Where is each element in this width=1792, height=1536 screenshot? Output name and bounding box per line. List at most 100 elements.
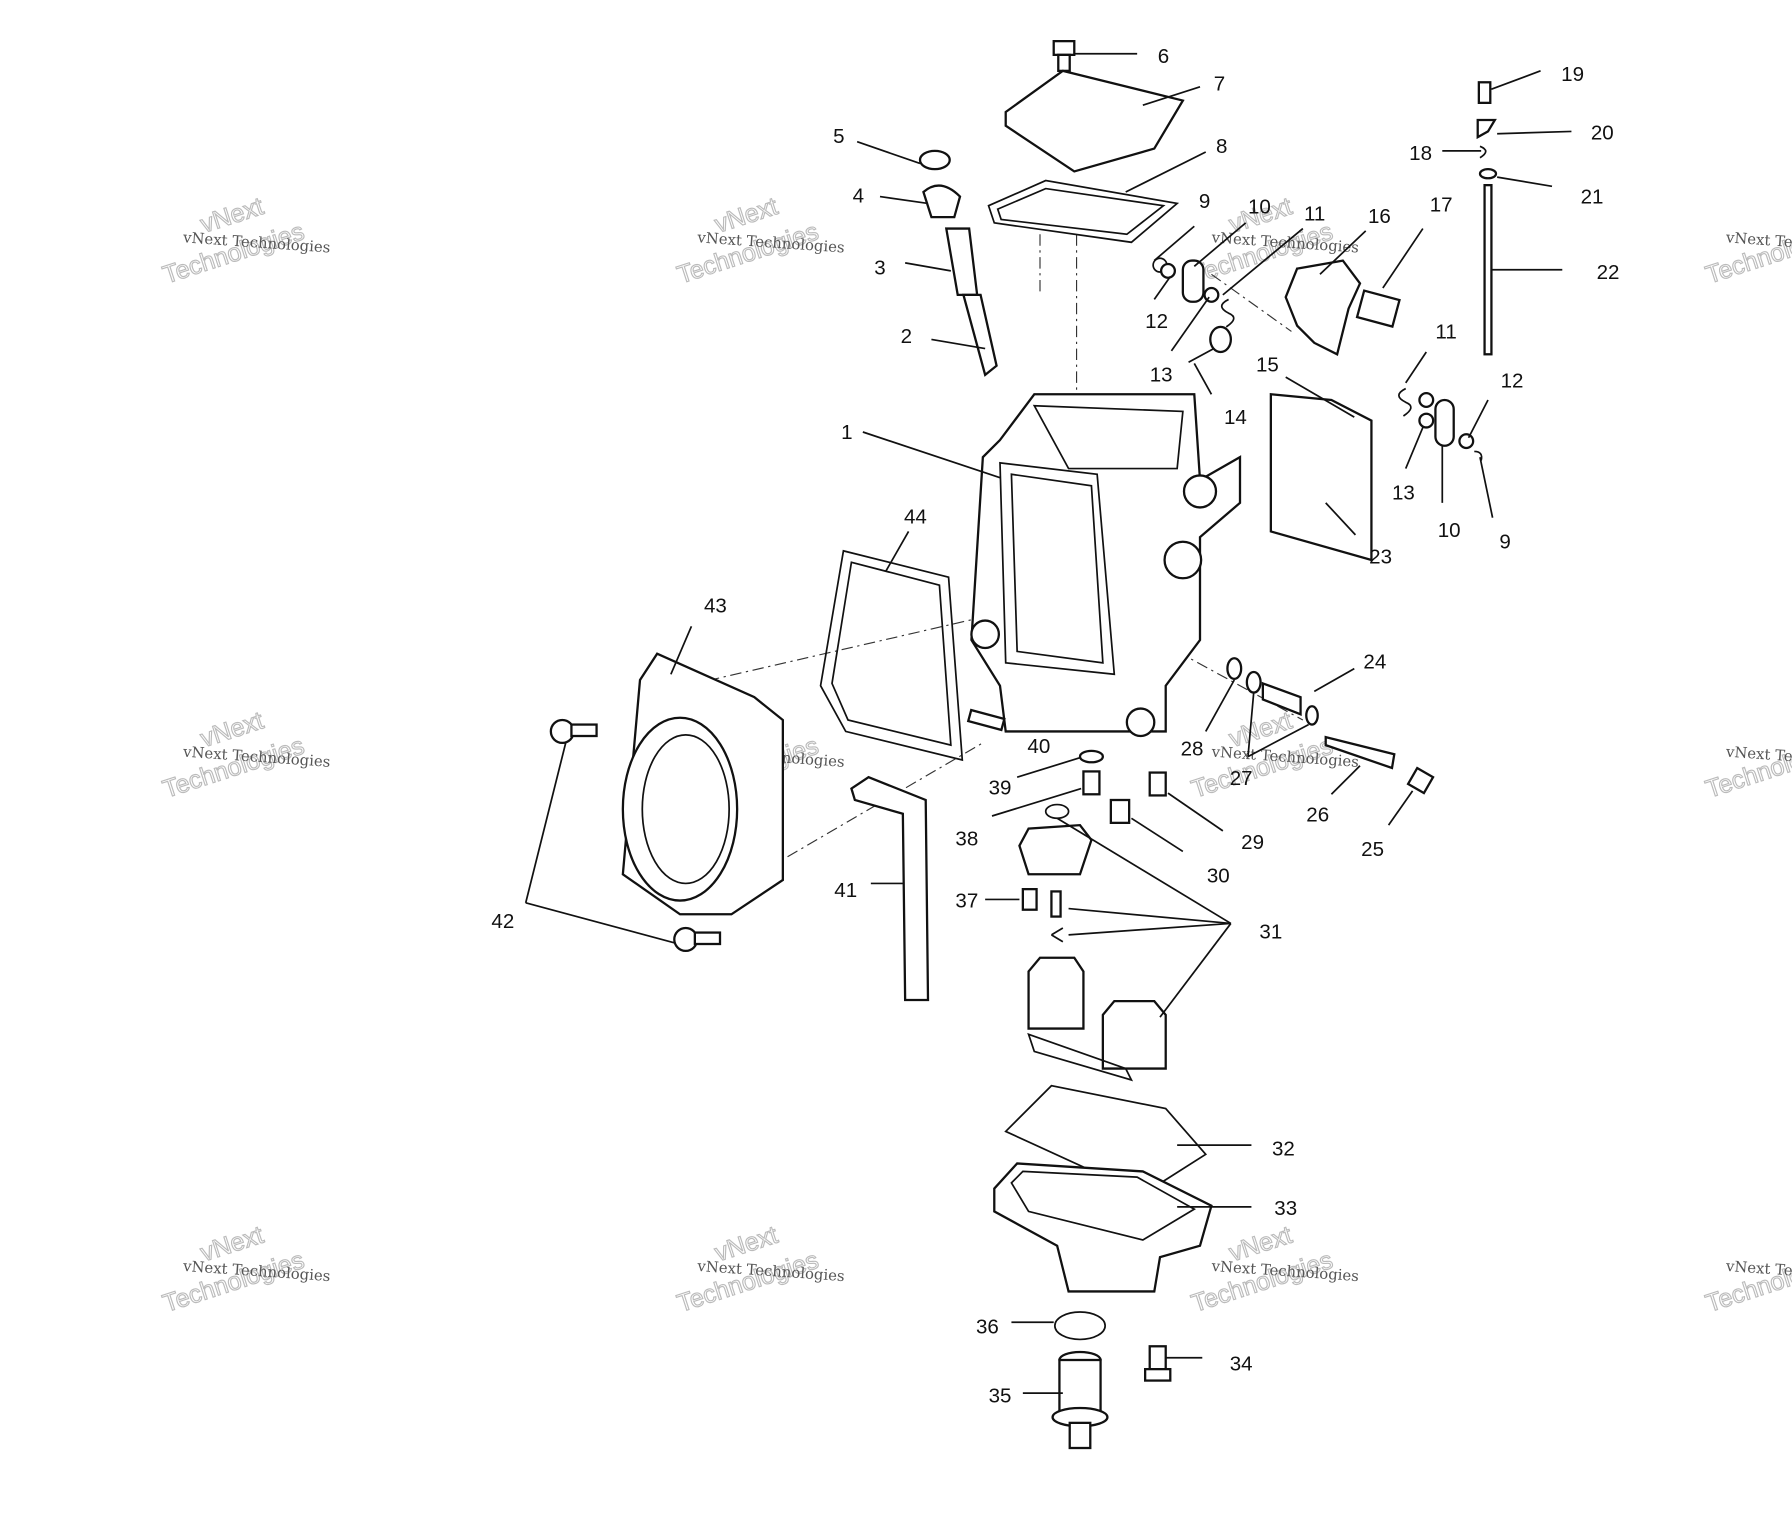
callout-40: 40 xyxy=(1027,735,1050,758)
part-bracket-20 xyxy=(1476,118,1497,140)
callout-37: 37 xyxy=(955,889,978,912)
part-jet-29 xyxy=(1148,771,1167,797)
part-washer-21 xyxy=(1478,167,1498,180)
callout-10: 10 xyxy=(1248,196,1271,219)
watermark: Technologies vNext vNext Technologies xyxy=(159,706,331,804)
callout-11: 11 xyxy=(1304,203,1325,226)
callout-7: 7 xyxy=(1214,72,1225,95)
callout-42: 42 xyxy=(491,910,514,933)
callout-23: 23 xyxy=(1369,545,1392,568)
part-screw-42a xyxy=(549,718,598,744)
part-hose-41 xyxy=(850,775,930,1002)
callout-27: 27 xyxy=(1230,767,1253,790)
part-throttle-slide-23 xyxy=(1269,393,1373,562)
part-washer-12 xyxy=(1160,262,1176,279)
callout-6: 6 xyxy=(1158,45,1169,68)
callout-5: 5 xyxy=(833,125,844,148)
part-spring-24 xyxy=(1261,681,1302,716)
callout-12b: 12 xyxy=(1501,369,1524,392)
part-float-assembly-31 xyxy=(1018,803,1167,1082)
watermark: Technologies vNext vNext Technologies xyxy=(673,1220,845,1318)
callout-26: 26 xyxy=(1306,804,1329,827)
part-bushing-13b xyxy=(1418,392,1435,408)
callout-9: 9 xyxy=(1199,190,1210,213)
part-lever-16 xyxy=(1284,259,1362,356)
callout-33: 33 xyxy=(1274,1197,1297,1220)
part-cap-5 xyxy=(918,149,951,171)
part-plunger-2 xyxy=(961,293,998,377)
part-shaft-15 xyxy=(1285,376,1355,418)
callout-11b: 11 xyxy=(1435,320,1456,343)
part-gasket-44 xyxy=(819,549,964,762)
part-link-10 xyxy=(1181,259,1205,303)
part-washer-28 xyxy=(1226,657,1243,680)
callout-1: 1 xyxy=(841,421,852,444)
callout-18: 18 xyxy=(1409,142,1432,165)
watermark: Technologies vNext vNext Technologies xyxy=(159,1220,331,1318)
callout-9b: 9 xyxy=(1499,531,1510,554)
part-sleeve-17 xyxy=(1355,289,1401,328)
part-holder-4 xyxy=(922,184,962,219)
callout-41: 41 xyxy=(834,879,857,902)
part-screw-42b xyxy=(673,926,722,952)
callout-14: 14 xyxy=(1224,406,1247,429)
part-drain-plug-35 xyxy=(1051,1350,1109,1450)
part-spring-clip-11 xyxy=(1220,298,1235,328)
part-o-ring-36 xyxy=(1054,1311,1106,1341)
part-washer-39 xyxy=(1078,749,1104,764)
part-screw-34 xyxy=(1143,1345,1172,1382)
callout-19: 19 xyxy=(1561,63,1584,86)
callout-30: 30 xyxy=(1207,864,1230,887)
part-top-cover-7 xyxy=(1004,69,1185,173)
callout-25: 25 xyxy=(1361,838,1384,861)
callout-32: 32 xyxy=(1272,1137,1295,1160)
part-screw-26 xyxy=(1324,735,1396,770)
watermark: Technologies vNext vNext Technologies xyxy=(1187,706,1359,804)
part-needle-22 xyxy=(1483,184,1493,356)
part-washer-12b xyxy=(1458,433,1475,450)
callout-24: 24 xyxy=(1363,651,1386,674)
part-jet-38 xyxy=(1082,770,1101,796)
watermark: Technologies vNext vNext Technologies xyxy=(673,192,845,290)
part-nut-25 xyxy=(1406,766,1435,795)
callout-39: 39 xyxy=(989,776,1012,799)
parts xyxy=(549,40,1498,1450)
callout-16: 16 xyxy=(1368,205,1391,228)
watermark: Technologies vNext Technologies xyxy=(1702,217,1792,290)
callout-38: 38 xyxy=(955,828,978,851)
callout-12: 12 xyxy=(1145,310,1168,333)
callout-28: 28 xyxy=(1181,737,1204,760)
callout-labels: 1 2 3 4 5 6 7 8 9 10 11 12 13 14 15 16 1… xyxy=(491,45,1619,1407)
callout-44: 44 xyxy=(904,505,927,528)
callout-15: 15 xyxy=(1256,353,1279,376)
callout-10b: 10 xyxy=(1438,519,1461,542)
part-screw-19 xyxy=(1477,81,1492,104)
callout-13: 13 xyxy=(1150,364,1173,387)
svg-text:Technologies: Technologies xyxy=(1702,732,1792,804)
callout-31: 31 xyxy=(1259,920,1282,943)
part-screw-37 xyxy=(1021,887,1038,911)
part-top-gasket-8 xyxy=(987,179,1180,244)
callout-36: 36 xyxy=(976,1316,999,1339)
part-spring-clip-11b xyxy=(1398,387,1412,417)
part-jet-30 xyxy=(1109,798,1131,824)
part-clip-18 xyxy=(1479,145,1487,159)
svg-text:Technologies: Technologies xyxy=(1702,217,1792,289)
callout-34: 34 xyxy=(1230,1352,1253,1375)
part-screw-6 xyxy=(1052,40,1076,72)
part-screw-14 xyxy=(1188,325,1232,364)
callout-8: 8 xyxy=(1216,135,1227,158)
callout-4: 4 xyxy=(853,184,864,207)
part-clip-9b xyxy=(1474,450,1483,461)
leader-lines xyxy=(524,52,1572,1394)
part-washer-27 xyxy=(1245,670,1262,694)
callout-2: 2 xyxy=(901,325,912,348)
part-intake-boot-43 xyxy=(621,652,784,916)
svg-text:Technologies: Technologies xyxy=(1702,1246,1792,1318)
part-pin-40 xyxy=(966,708,1006,732)
part-carburetor-body-1 xyxy=(970,393,1242,738)
watermark: Technologies vNext Technologies xyxy=(1702,731,1792,804)
callout-17: 17 xyxy=(1430,193,1453,216)
callout-22: 22 xyxy=(1597,261,1620,284)
